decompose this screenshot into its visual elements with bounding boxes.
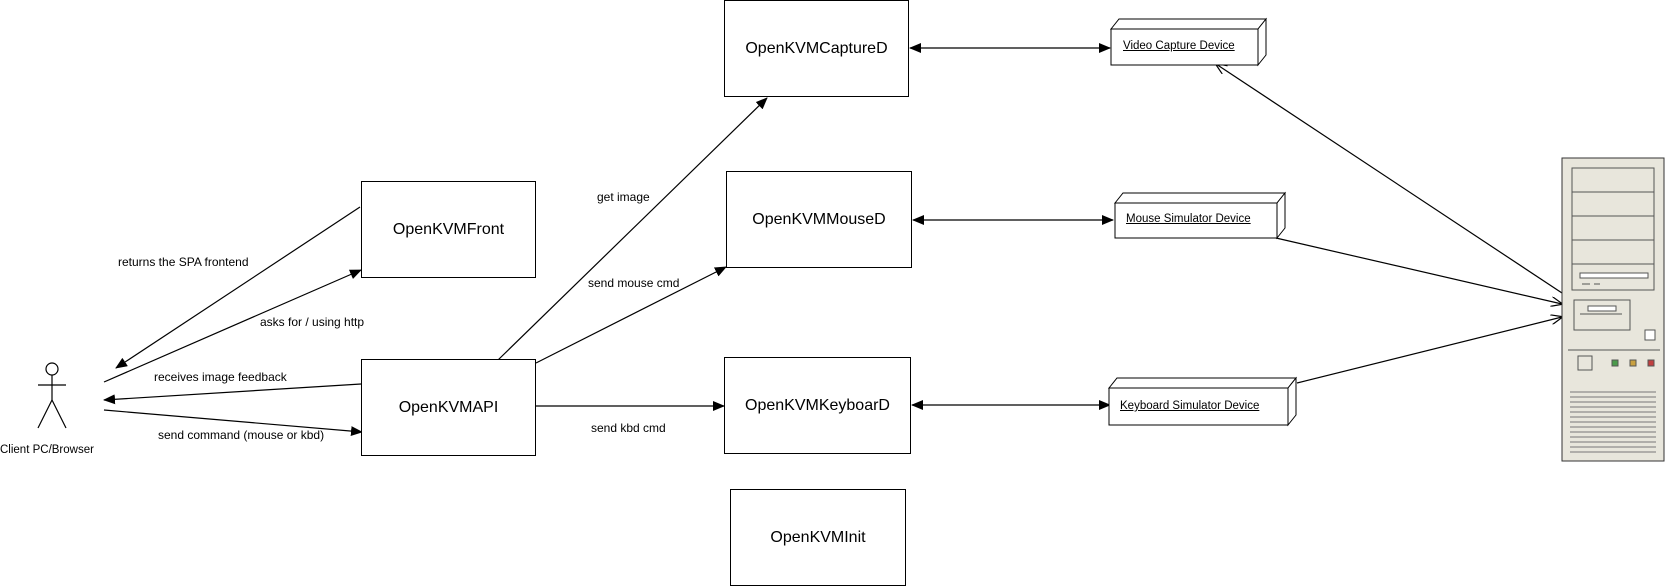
- edge-asks-for: [103, 269, 362, 383]
- openkvmkeyboard-label: OpenKVMKeyboarD: [745, 396, 890, 414]
- mouse-simulator-device-shape: [1113, 191, 1287, 240]
- video-capture-device-shape: [1109, 17, 1268, 67]
- edge-label-asks-for: asks for / using http: [260, 315, 365, 329]
- edge-get-image: [497, 97, 768, 361]
- openkvminit-box[interactable]: OpenKVMInit: [730, 489, 906, 586]
- edge-keyboard-pc: [1296, 317, 1562, 384]
- edge-receives-image: [103, 383, 362, 405]
- openkvmmoused-box[interactable]: OpenKVMMouseD: [726, 171, 912, 268]
- edge-mouse-pc: [1275, 237, 1562, 304]
- mouse-simulator-device-label: Mouse Simulator Device: [1126, 213, 1251, 225]
- openkvmapi-box[interactable]: OpenKVMAPI: [361, 359, 536, 456]
- keyboard-simulator-device-label: Keyboard Simulator Device: [1120, 400, 1260, 412]
- openkvmkeyboard-box[interactable]: OpenKVMKeyboarD: [724, 357, 911, 454]
- openkvmapi-label: OpenKVMAPI: [398, 398, 499, 416]
- openkvmcaptured-label: OpenKVMCaptureD: [745, 39, 888, 57]
- edge-label-returns-spa: returns the SPA frontend: [118, 255, 249, 269]
- openkvmfront-box[interactable]: OpenKVMFront: [361, 181, 536, 278]
- keyboard-simulator-device-shape: [1107, 376, 1298, 427]
- edge-label-receives-image: receives image feedback: [154, 370, 287, 384]
- actor-figure: [37, 362, 67, 429]
- edge-label-send-command: send command (mouse or kbd): [158, 428, 325, 442]
- openkvmfront-label: OpenKVMFront: [392, 220, 505, 238]
- edge-label-get-image: get image: [597, 190, 650, 204]
- video-capture-device-label: Video Capture Device: [1123, 40, 1235, 52]
- target-pc-tower: [1561, 157, 1665, 462]
- edge-send-mouse: [535, 266, 727, 364]
- openkvmcaptured-box[interactable]: OpenKVMCaptureD: [724, 0, 909, 97]
- openkvminit-label: OpenKVMInit: [770, 528, 866, 546]
- edge-returns-spa: [115, 206, 361, 369]
- edge-label-send-kbd: send kbd cmd: [591, 421, 666, 435]
- edge-send-command: [103, 409, 363, 437]
- edge-pc-video: [1216, 64, 1563, 294]
- openkvmmoused-label: OpenKVMMouseD: [752, 210, 886, 228]
- edge-label-send-mouse: send mouse cmd: [588, 276, 680, 290]
- actor-label: Client PC/Browser: [0, 444, 94, 456]
